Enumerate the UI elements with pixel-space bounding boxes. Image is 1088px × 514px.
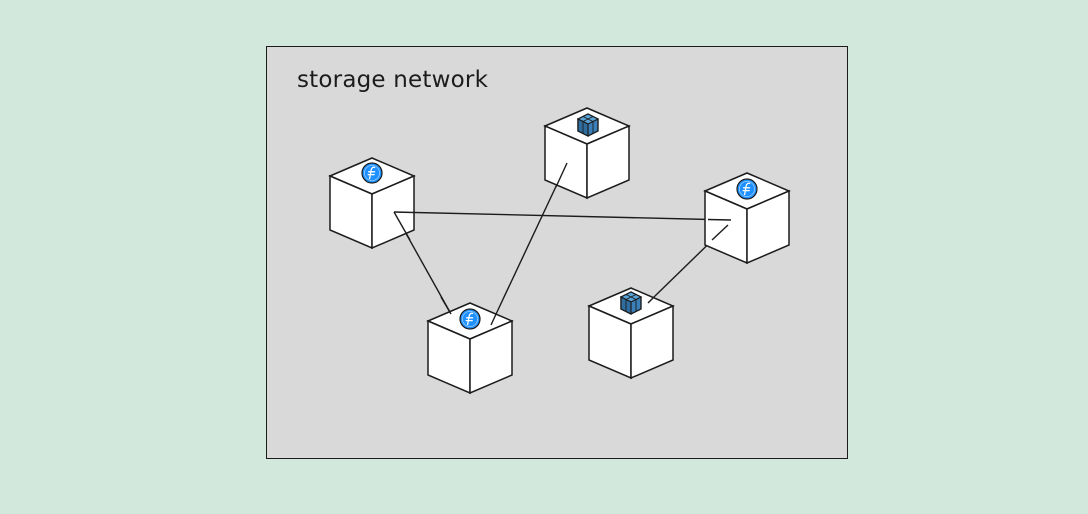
filecoin-icon: [459, 308, 481, 330]
connection-n3-left-overlay: [440, 296, 452, 315]
cube-icon: [620, 291, 642, 315]
connection-n2-n3: [496, 162, 568, 313]
connection-n4-overlay: [707, 218, 732, 221]
connection-n1-n3-overlay: [393, 211, 411, 241]
connection-n5-overlay: [647, 295, 656, 304]
connection-n4-n5-overlay: [711, 224, 729, 241]
storage-node: [426, 302, 514, 395]
filecoin-icon: [736, 178, 758, 200]
storage-node: [543, 107, 631, 200]
connection-n2-overlay: [555, 162, 568, 188]
storage-node: [328, 157, 416, 250]
connection-n1-n4: [393, 211, 732, 221]
connection-n3-overlay: [490, 311, 498, 326]
cube-icon: [577, 113, 599, 137]
filecoin-icon: [361, 162, 383, 184]
storage-node: [703, 172, 791, 265]
connection-n1-n4-overlay: [393, 211, 415, 214]
panel-title: storage network: [297, 67, 489, 93]
storage-node: [587, 287, 675, 380]
